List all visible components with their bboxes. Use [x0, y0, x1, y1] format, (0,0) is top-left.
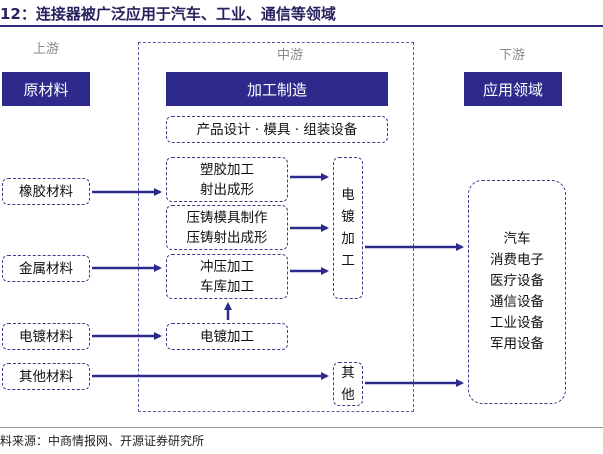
midstream-frame — [138, 42, 414, 412]
application-item: 消费电子 — [490, 252, 544, 268]
application-item: 军用设备 — [490, 336, 544, 352]
process-plastic-molding-line2: 射出成形 — [200, 181, 254, 198]
header-raw-materials-label: 原材料 — [23, 80, 69, 99]
process-plastic-molding: 塑胶加工 射出成形 — [166, 157, 288, 202]
other-process-column: 其 他 — [333, 362, 363, 406]
material-rubber: 橡胶材料 — [2, 178, 90, 205]
figure-title: 12：连接器被广泛应用于汽车、工业、通信等领域 — [0, 5, 336, 23]
process-die-casting: 压铸模具制作 压铸射出成形 — [166, 205, 288, 250]
header-processing-label: 加工制造 — [246, 80, 307, 99]
header-raw-materials: 原材料 — [2, 72, 90, 106]
application-item: 通信设备 — [490, 294, 544, 310]
material-metal: 金属材料 — [2, 255, 90, 282]
process-plating-label: 电镀加工 — [200, 328, 254, 345]
material-plating: 电镀材料 — [2, 323, 90, 350]
process-die-casting-line2: 压铸射出成形 — [186, 229, 268, 246]
process-die-casting-line1: 压铸模具制作 — [186, 209, 268, 226]
application-item: 汽车 — [503, 231, 531, 247]
plating-char: 电 — [341, 187, 355, 203]
source-footnote: 料来源：中商情报网、开源证券研究所 — [0, 434, 205, 448]
plating-process-column: 电 镀 加 工 — [333, 157, 363, 299]
plating-char: 工 — [341, 253, 355, 269]
design-box-label: 产品设计 · 模具 · 组装设备 — [196, 121, 358, 138]
material-other-label: 其他材料 — [19, 368, 73, 385]
material-rubber-label: 橡胶材料 — [19, 183, 73, 200]
header-applications: 应用领域 — [464, 72, 562, 106]
material-other: 其他材料 — [2, 363, 90, 390]
applications-box: 汽车 消费电子 医疗设备 通信设备 工业设备 军用设备 — [468, 180, 566, 404]
stage-upstream-label: 上游 — [32, 42, 59, 57]
material-metal-label: 金属材料 — [19, 260, 73, 277]
application-item: 工业设备 — [490, 315, 544, 331]
stage-midstream-label: 中游 — [276, 48, 303, 63]
process-stamping-line1: 冲压加工 — [200, 258, 254, 275]
title-divider — [0, 25, 603, 27]
plating-char: 加 — [341, 231, 355, 247]
header-processing: 加工制造 — [166, 72, 388, 106]
footer-divider — [0, 427, 603, 428]
process-plating: 电镀加工 — [166, 323, 288, 350]
plating-char: 镀 — [341, 209, 355, 225]
application-item: 医疗设备 — [490, 273, 544, 289]
other-char: 其 — [341, 365, 355, 381]
process-plastic-molding-line1: 塑胶加工 — [200, 161, 254, 178]
header-applications-label: 应用领域 — [482, 80, 543, 99]
process-stamping: 冲压加工 车库加工 — [166, 254, 288, 299]
design-box: 产品设计 · 模具 · 组装设备 — [166, 116, 388, 143]
stage-downstream-label: 下游 — [498, 48, 525, 63]
material-plating-label: 电镀材料 — [19, 328, 73, 345]
process-stamping-line2: 车库加工 — [200, 278, 254, 295]
other-char: 他 — [341, 387, 355, 403]
